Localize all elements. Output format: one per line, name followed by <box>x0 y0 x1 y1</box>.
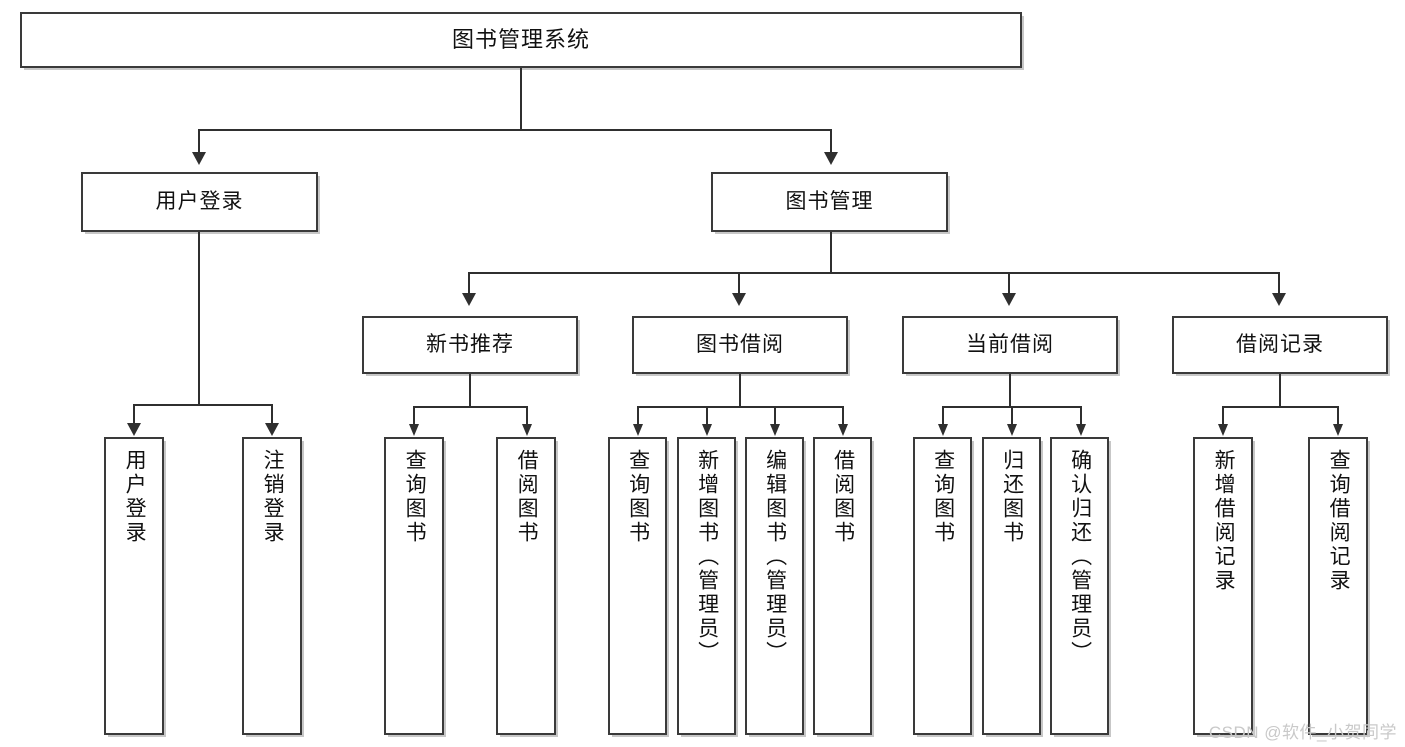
arrowhead-currentborrow-leaf1 <box>938 424 948 436</box>
arrowhead-bookborrow-leaf2 <box>702 424 712 436</box>
connector-newbook-bus <box>413 406 526 408</box>
connector-bookmgmt-to-l3-2 <box>738 272 740 294</box>
leaf-borrow-record-1[interactable]: 新增借阅记录 <box>1193 437 1253 735</box>
arrowhead-bookmgmt-l3-1 <box>462 293 476 306</box>
node-label: 借阅图书 <box>831 449 855 545</box>
leaf-borrow-record-2[interactable]: 查询借阅记录 <box>1308 437 1368 735</box>
connector-bookmgmt-to-l3-4 <box>1278 272 1280 294</box>
connector-root-stem <box>520 68 522 129</box>
connector-currentborrow-to-leaf1 <box>942 406 944 424</box>
connector-bookborrow-to-leaf4 <box>842 406 844 424</box>
connector-root-to-bookmgmt <box>830 129 832 153</box>
node-label: 用户登录 <box>123 449 147 545</box>
connector-userlogin-stem <box>198 232 200 404</box>
arrowhead-bookmgmt-l3-4 <box>1272 293 1286 306</box>
csdn-watermark: CSDN @软件_小贺同学 <box>1208 723 1397 742</box>
arrowhead-bookborrow-leaf4 <box>838 424 848 436</box>
leaf-current-borrow-2[interactable]: 归还图书 <box>982 437 1041 735</box>
leaf-book-borrow-2[interactable]: 新增图书（管理员） <box>677 437 736 735</box>
connector-userlogin-to-leaf2 <box>271 404 273 424</box>
arrowhead-userlogin-leaf1 <box>127 423 141 436</box>
arrowhead-bookmgmt-l3-3 <box>1002 293 1016 306</box>
connector-currentborrow-to-leaf2 <box>1011 406 1013 424</box>
node-label: 用户登录 <box>155 189 244 213</box>
leaf-user-login-1[interactable]: 用户登录 <box>104 437 164 735</box>
node-label: 确认归还（管理员） <box>1068 449 1092 665</box>
node-label: 编辑图书（管理员） <box>763 449 787 665</box>
connector-root-bus <box>198 129 832 131</box>
node-current-borrow[interactable]: 当前借阅 <box>902 316 1118 374</box>
node-label: 图书借阅 <box>696 332 784 356</box>
arrowhead-userlogin-leaf2 <box>265 423 279 436</box>
arrowhead-root-to-userlogin <box>192 152 206 165</box>
connector-bookborrow-bus <box>637 406 843 408</box>
node-new-book-recommend[interactable]: 新书推荐 <box>362 316 578 374</box>
node-root-system[interactable]: 图书管理系统 <box>20 12 1022 68</box>
node-label: 图书管理 <box>785 189 874 213</box>
connector-borrowrecord-stem <box>1279 374 1281 406</box>
arrowhead-newbook-leaf2 <box>522 424 532 436</box>
connector-bookmgmt-stem <box>830 232 832 272</box>
node-label: 当前借阅 <box>966 332 1054 356</box>
arrowhead-bookmgmt-l3-2 <box>732 293 746 306</box>
connector-currentborrow-stem <box>1009 374 1011 406</box>
node-label: 新书推荐 <box>426 332 514 356</box>
arrowhead-currentborrow-leaf2 <box>1007 424 1017 436</box>
connector-borrowrecord-to-leaf1 <box>1222 406 1224 424</box>
node-label: 查询图书 <box>931 449 955 545</box>
connector-newbook-stem <box>469 374 471 406</box>
connector-bookborrow-stem <box>739 374 741 406</box>
arrowhead-bookborrow-leaf3 <box>770 424 780 436</box>
connector-root-to-userlogin <box>198 129 200 153</box>
node-book-borrow[interactable]: 图书借阅 <box>632 316 848 374</box>
leaf-new-book-recommend-1[interactable]: 查询图书 <box>384 437 444 735</box>
connector-userlogin-bus <box>133 404 271 406</box>
connector-bookmgmt-to-l3-3 <box>1008 272 1010 294</box>
connector-bookborrow-to-leaf3 <box>774 406 776 424</box>
node-label: 新增借阅记录 <box>1212 449 1236 593</box>
node-label: 查询图书 <box>403 449 427 545</box>
leaf-user-login-2[interactable]: 注销登录 <box>242 437 302 735</box>
node-user-login[interactable]: 用户登录 <box>81 172 318 232</box>
connector-currentborrow-to-leaf3 <box>1080 406 1082 424</box>
connector-newbook-to-leaf1 <box>413 406 415 424</box>
node-label: 借阅图书 <box>515 449 539 545</box>
node-label: 注销登录 <box>261 449 285 545</box>
connector-borrowrecord-bus <box>1222 406 1337 408</box>
leaf-book-borrow-1[interactable]: 查询图书 <box>608 437 667 735</box>
node-label: 借阅记录 <box>1236 332 1324 356</box>
node-book-management[interactable]: 图书管理 <box>711 172 948 232</box>
arrowhead-borrowrecord-leaf2 <box>1333 424 1343 436</box>
node-label: 查询图书 <box>626 449 650 545</box>
node-label: 归还图书 <box>1000 449 1024 545</box>
node-label: 新增图书（管理员） <box>695 449 719 665</box>
arrowhead-borrowrecord-leaf1 <box>1218 424 1228 436</box>
connector-bookmgmt-to-l3-1 <box>468 272 470 294</box>
connector-bookborrow-to-leaf1 <box>637 406 639 424</box>
arrowhead-newbook-leaf1 <box>409 424 419 436</box>
leaf-book-borrow-3[interactable]: 编辑图书（管理员） <box>745 437 804 735</box>
connector-bookborrow-to-leaf2 <box>706 406 708 424</box>
connector-userlogin-to-leaf1 <box>133 404 135 424</box>
connector-newbook-to-leaf2 <box>526 406 528 424</box>
connector-bookmgmt-bus <box>468 272 1280 274</box>
connector-borrowrecord-to-leaf2 <box>1337 406 1339 424</box>
leaf-new-book-recommend-2[interactable]: 借阅图书 <box>496 437 556 735</box>
leaf-current-borrow-3[interactable]: 确认归还（管理员） <box>1050 437 1109 735</box>
arrowhead-root-to-bookmgmt <box>824 152 838 165</box>
leaf-current-borrow-1[interactable]: 查询图书 <box>913 437 972 735</box>
arrowhead-currentborrow-leaf3 <box>1076 424 1086 436</box>
node-label: 查询借阅记录 <box>1327 449 1351 593</box>
arrowhead-bookborrow-leaf1 <box>633 424 643 436</box>
node-borrow-record[interactable]: 借阅记录 <box>1172 316 1388 374</box>
leaf-book-borrow-4[interactable]: 借阅图书 <box>813 437 872 735</box>
node-label: 图书管理系统 <box>451 27 590 53</box>
